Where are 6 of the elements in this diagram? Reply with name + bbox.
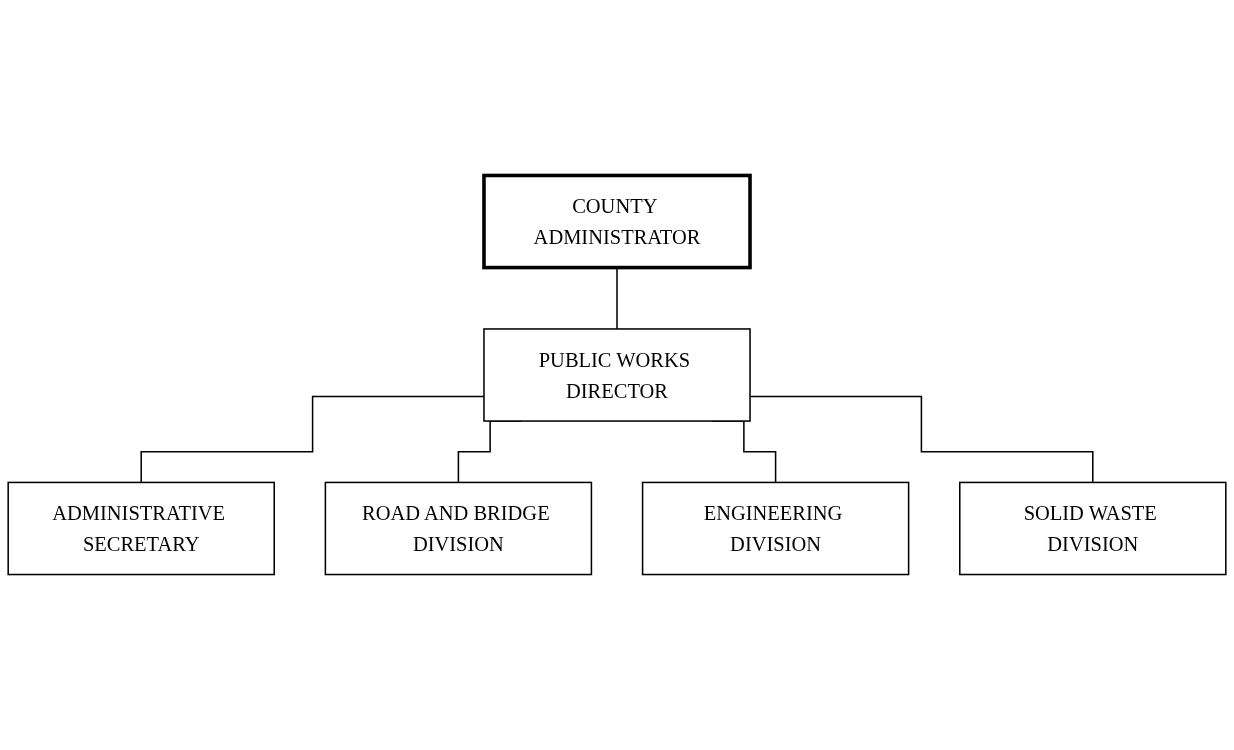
node-box: ENGINEERING DIVISION bbox=[641, 481, 910, 576]
node-box: ROAD AND BRIDGE DIVISION bbox=[324, 481, 593, 576]
node-box: COUNTY ADMINISTRATOR bbox=[482, 173, 752, 270]
node-box: PUBLIC WORKS DIRECTOR bbox=[483, 328, 751, 422]
node-box: SOLID WASTE DIVISION bbox=[959, 481, 1227, 576]
node-box: ADMINISTRATIVE SECRETARY bbox=[7, 481, 275, 576]
